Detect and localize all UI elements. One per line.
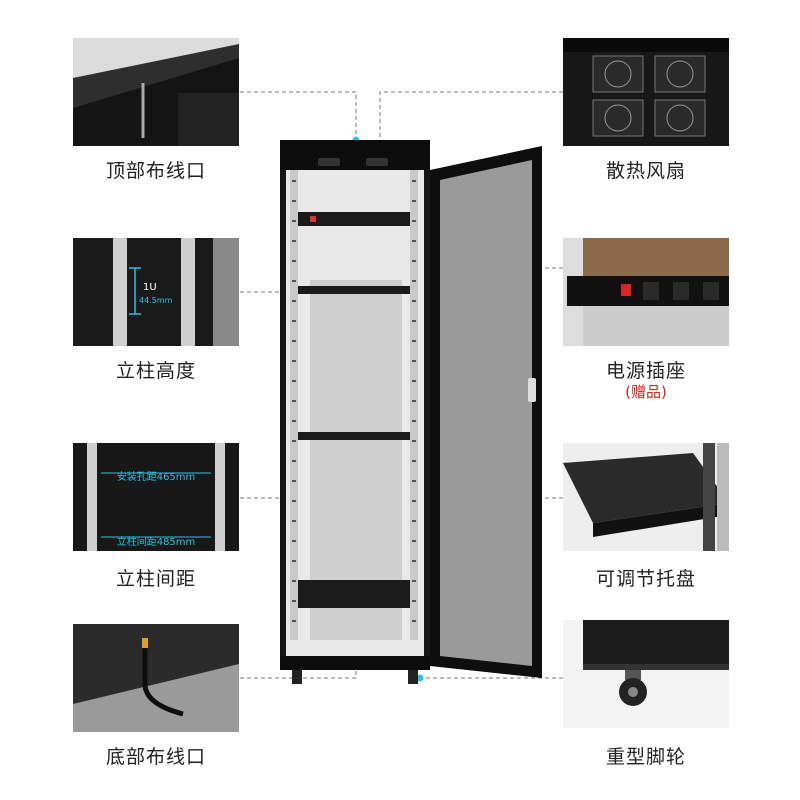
post-height-label: 立柱高度 [115, 360, 196, 382]
bottom-cable-entry-label: 底部布线口 [105, 746, 206, 768]
mount-hole-distance: 安装孔距465mm [116, 472, 196, 483]
unit-height-label: 44.5mm [139, 296, 173, 305]
cooling-fan-label: 散热风扇 [605, 160, 686, 182]
unit-1u-label: 1U [143, 282, 157, 293]
leader-top-left [240, 91, 357, 140]
marker-dot [416, 674, 424, 682]
top-cable-entry-label: 顶部布线口 [105, 160, 206, 182]
adjustable-tray-label: 可调节托盘 [595, 568, 696, 590]
gift-note: (赠品) [625, 383, 667, 401]
post-spacing-distance: 立柱间距485mm [116, 537, 196, 548]
heavy-caster-photo [563, 620, 729, 728]
post-spacing-label: 立柱间距 [115, 568, 196, 590]
cooling-fan-photo [563, 38, 729, 146]
power-socket-label: 电源插座 [605, 360, 686, 382]
power-socket-photo [563, 238, 729, 346]
post-height-photo: 1U 44.5mm [73, 238, 239, 346]
post-spacing-photo: 安装孔距465mm 立柱间距485mm [73, 443, 239, 551]
adjustable-tray-photo [563, 443, 729, 551]
heavy-caster-label: 重型脚轮 [605, 746, 686, 768]
bottom-cable-entry-photo [73, 624, 239, 732]
top-cable-entry-photo [73, 38, 239, 146]
server-cabinet-image [280, 140, 542, 684]
